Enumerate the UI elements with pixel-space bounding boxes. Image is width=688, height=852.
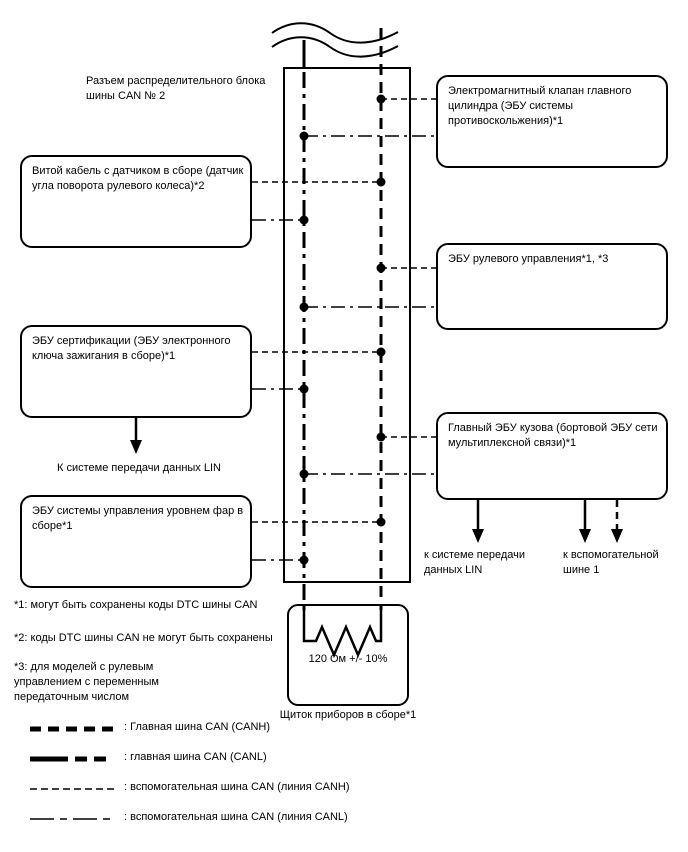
node-canh-6 [376, 517, 386, 527]
node-canh-5 [376, 432, 386, 442]
footnote-1: *1: могут быть сохранены коды DTC шины C… [14, 599, 258, 611]
legend-swatch-main-can-canl [30, 756, 114, 762]
node-canl-1 [299, 131, 309, 141]
box-main-body-ecu[interactable]: Главный ЭБУ кузова (бортовой ЭБУ сети му… [436, 412, 668, 500]
footnote-3: *3: для моделей с рулевым управлением с … [14, 661, 159, 703]
legend-label-main-can-canh: : Главная шина CAN (CANH) [124, 721, 271, 733]
box-steering-ecu-label: ЭБУ рулевого управления*1, *3 [448, 253, 609, 265]
legend-label-sub-can-canh: : вспомогательная шина CAN (линия CANH) [124, 781, 350, 793]
node-canl-6 [299, 555, 309, 565]
box-main-body-ecu-label: Главный ЭБУ кузова (бортовой ЭБУ сети му… [448, 422, 658, 449]
instrument-cluster-caption: Щиток приборов в сборе*1 [279, 709, 417, 721]
legend-swatch-sub-can-canh [30, 788, 114, 790]
box-steering-angle-sensor[interactable]: Витой кабель с датчиком в сборе (датчик … [20, 155, 252, 248]
footnote-2: *2: коды DTC шины CAN не могут быть сохр… [14, 632, 273, 644]
node-canl-3 [299, 302, 309, 312]
node-canh-4 [376, 347, 386, 357]
legend-label-sub-can-canl: : вспомогательная шина CAN (линия CANL) [124, 811, 348, 823]
instrument-cluster-outline [287, 604, 409, 706]
label-left-lin-arrow: К системе передачи данных LIN [57, 462, 221, 474]
box-certification-ecu-label: ЭБУ сертификации (ЭБУ электронного ключа… [32, 335, 231, 362]
arrow-head-subbus-canl [579, 529, 591, 543]
junction-block-label: Разъем распределительного блока шины CAN… [86, 75, 266, 102]
junction-block-outline [283, 67, 411, 583]
box-master-cylinder-solenoid-label: Электромагнитный клапан главного цилиндр… [448, 85, 632, 127]
legend-swatch-sub-can-canl [30, 818, 114, 820]
legend-swatch-main-can-canh [30, 726, 114, 732]
legend-item-main-can-canh: : Главная шина CAN (CANH) [14, 718, 434, 748]
box-headlight-leveling-ecu-label: ЭБУ системы управления уровнем фар в сбо… [32, 505, 244, 532]
resistor-value-label: 120 Ом +/- 10% [308, 653, 388, 665]
node-canh-3 [376, 263, 386, 273]
legend-item-sub-can-canh: : вспомогательная шина CAN (линия CANH) [14, 778, 434, 808]
box-master-cylinder-solenoid[interactable]: Электромагнитный клапан главного цилиндр… [436, 75, 668, 168]
arrow-head-right-lin [472, 529, 484, 543]
arrow-head-subbus-canh [611, 529, 623, 543]
arrow-head-left-lin [130, 440, 142, 454]
terminating-resistor-symbol [302, 610, 383, 659]
legend-label-main-can-canl: : главная шина CAN (CANL) [124, 751, 267, 763]
box-steering-angle-sensor-label: Витой кабель с датчиком в сборе (датчик … [32, 165, 244, 192]
box-steering-ecu[interactable]: ЭБУ рулевого управления*1, *3 [436, 243, 668, 330]
legend-item-sub-can-canl: : вспомогательная шина CAN (линия CANL) [14, 808, 434, 838]
box-certification-ecu[interactable]: ЭБУ сертификации (ЭБУ электронного ключа… [20, 325, 252, 418]
legend-item-main-can-canl: : главная шина CAN (CANL) [14, 748, 434, 778]
node-canh-2 [376, 177, 386, 187]
node-canl-4 [299, 384, 309, 394]
node-canl-2 [299, 215, 309, 225]
box-headlight-leveling-ecu[interactable]: ЭБУ системы управления уровнем фар в сбо… [20, 495, 252, 588]
break-wave-lower [271, 36, 399, 58]
break-wave-upper [271, 22, 399, 44]
label-sub-bus-arrow: к вспомогательной шине 1 [563, 549, 659, 576]
legend: : Главная шина CAN (CANH) : главная шина… [14, 718, 434, 838]
node-canh-1 [376, 94, 386, 104]
label-right-lin-arrow: к системе передачи данных LIN [424, 549, 526, 576]
node-canl-5 [299, 469, 309, 479]
